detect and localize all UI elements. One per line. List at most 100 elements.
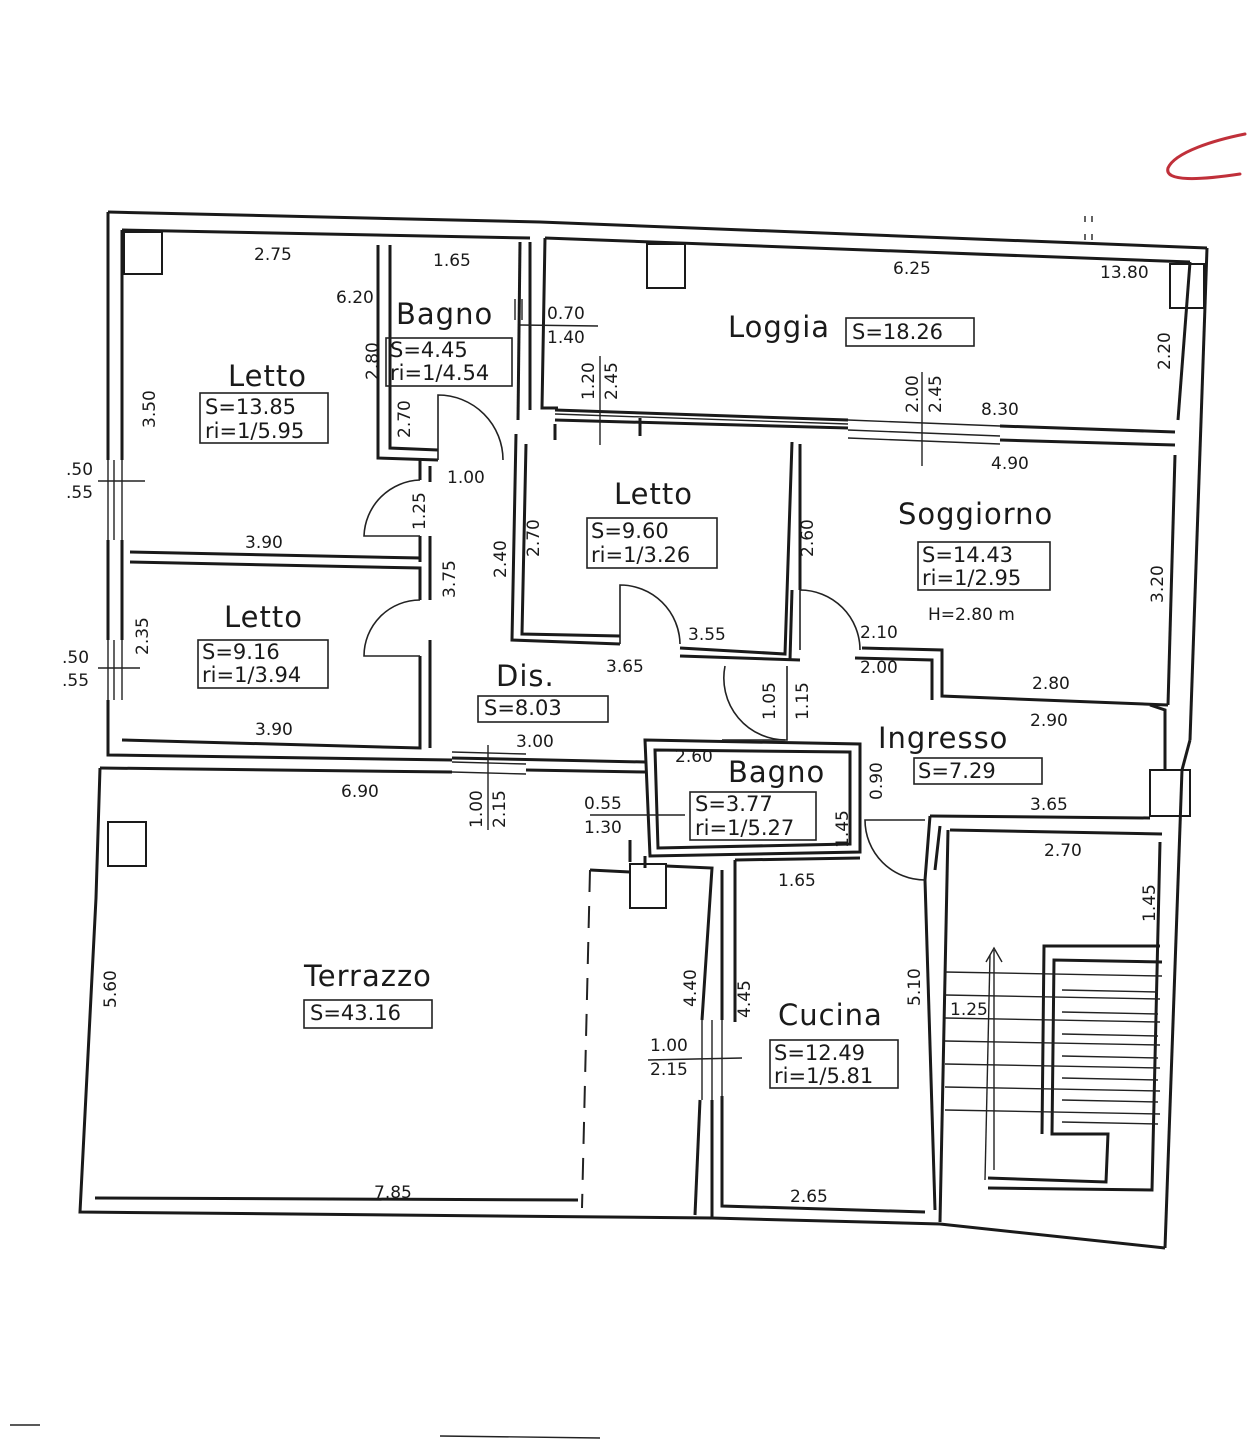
label-box [913,757,1043,785]
dim-label: 6.90 [341,782,379,802]
label-box [385,337,513,387]
dim-label: 13.80 [1100,263,1149,283]
room-area: S=9.60 [591,519,669,543]
label-box [197,639,329,689]
dim-label: 3.90 [245,533,283,553]
label-box [199,392,329,444]
dim-label: 3.90 [255,720,293,740]
dim-label: 8.30 [981,400,1019,420]
room-height: H=2.80 m [928,605,1015,625]
room-terrazzo: Terrazzo S=43.16 [303,959,433,1029]
label-box [769,1039,899,1089]
dim-label: 2.80 [1032,674,1070,694]
dim-label: 0.70 [547,304,585,324]
room-dis: Dis. S=8.03 [477,659,609,723]
room-name: Dis. [496,659,555,693]
room-ratio: ri=1/5.95 [205,419,304,443]
dim-label: 1.00 [650,1036,688,1056]
room-area: S=13.85 [205,395,296,419]
room-name: Letto [614,477,693,511]
room-name: Letto [224,600,303,634]
dim-label: .50 [62,648,89,668]
dim-label: 2.00 [903,375,923,413]
terrace-divider [581,869,591,1209]
dim-label: 2.75 [254,245,292,265]
room-name: Loggia [728,310,830,344]
dim-label: 5.60 [101,970,121,1008]
dim-label: 2.80 [363,342,383,380]
room-name: Ingresso [878,721,1008,755]
windows-left [98,460,145,700]
dim-label: .50 [66,460,93,480]
room-loggia: Loggia S=18.26 [728,310,975,347]
dim-label: 6.20 [336,288,374,308]
dim-label: 3.65 [1030,795,1068,815]
room-ratio: ri=1/3.94 [202,663,301,687]
room-letto-3: Letto S=9.16 ri=1/3.94 [197,600,329,689]
dim-label: 2.60 [675,747,713,767]
dim-label: 2.45 [926,375,946,413]
dim-label: 4.45 [735,980,755,1018]
scan-artifact [10,1424,601,1439]
room-soggiorno: Soggiorno S=14.43 ri=1/2.95 H=2.80 m [898,497,1053,625]
dim-label: 1.65 [433,251,471,271]
room-ingresso: Ingresso S=7.29 [878,721,1043,785]
dim-label: 1.30 [584,818,622,838]
dim-label: 3.55 [688,625,726,645]
dim-label: 0.55 [584,794,622,814]
room-name: Bagno [396,297,493,331]
pillars [107,231,1205,909]
label-box [303,999,433,1029]
room-name: Bagno [728,755,825,789]
room-ratio: ri=1/2.95 [922,566,1021,590]
room-ratio: ri=1/4.54 [390,361,489,385]
dim-label: 2.65 [790,1187,828,1207]
dim-label: 1.05 [760,682,780,720]
dim-label: 1.25 [410,492,430,530]
dim-label: 1.00 [467,790,487,828]
dim-label: 2.35 [133,617,153,655]
room-ratio: ri=1/3.26 [591,543,690,567]
interior-walls [121,237,1176,1223]
dim-label: 1.20 [579,362,599,400]
room-name: Soggiorno [898,497,1053,531]
label-box [845,317,975,347]
dim-label: .55 [66,483,93,503]
dim-label: 3.75 [440,560,460,598]
dim-label: 2.70 [395,400,415,438]
dim-label: .55 [62,671,89,691]
dimensions: 2.75 1.65 6.25 13.80 6.20 0.70 1.40 2.80… [62,245,1175,1207]
dim-label: 2.60 [798,519,818,557]
dim-label: 1.40 [547,328,585,348]
dim-label: 0.90 [867,762,887,800]
room-name: Terrazzo [303,959,432,993]
dim-label: 2.40 [491,540,511,578]
dim-label: 2.90 [1030,711,1068,731]
dim-label: 1.65 [778,871,816,891]
label-box [586,517,718,569]
doors [363,394,926,881]
outer-walls [78,210,1209,1250]
room-name: Cucina [778,998,883,1032]
dim-label: 4.40 [681,969,701,1007]
dim-label: 2.20 [1155,332,1175,370]
corner-mark [1084,216,1093,240]
dim-label: 4.90 [991,454,1029,474]
room-area: S=43.16 [310,1001,401,1025]
room-ratio: ri=1/5.81 [774,1064,873,1088]
dim-label: 2.15 [650,1060,688,1080]
red-pen-mark [1166,132,1247,181]
room-area: S=7.29 [918,759,996,783]
room-ratio: ri=1/5.27 [695,816,794,840]
room-name: Letto [228,359,307,393]
dim-label: 3.65 [606,657,644,677]
dim-label: 3.20 [1148,565,1168,603]
dim-label: 5.10 [905,968,925,1006]
dim-label: 1.45 [833,810,853,848]
dim-label: 2.15 [490,790,510,828]
dim-label: 2.70 [524,519,544,557]
room-area: S=14.43 [922,543,1013,567]
room-bagno-1: Bagno S=4.45 ri=1/4.54 [385,297,513,387]
dim-label: 1.15 [793,682,813,720]
dim-label: 3.00 [516,732,554,752]
